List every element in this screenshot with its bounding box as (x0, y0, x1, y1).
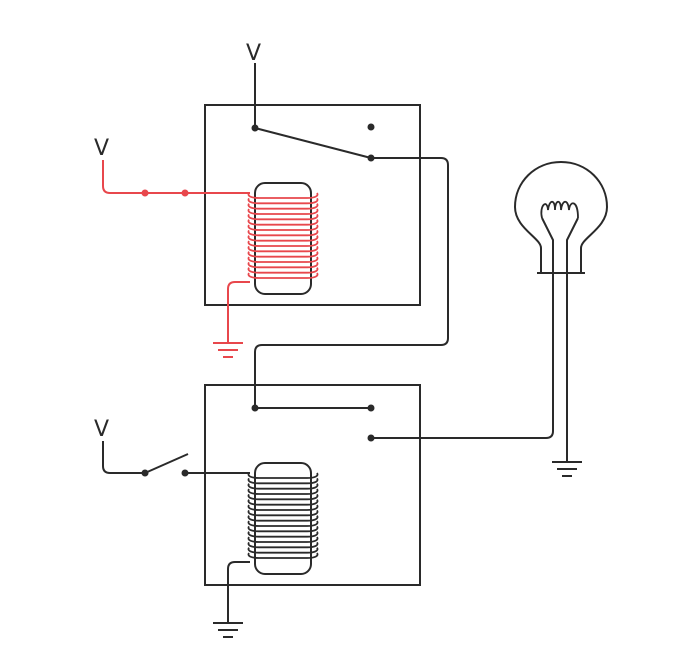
relay2-input-label: V (94, 417, 109, 442)
coil-winding (247, 235, 319, 242)
coil-winding (247, 509, 319, 517)
relay-2-ground-wire (227, 561, 250, 623)
coil-winding (247, 213, 319, 221)
relay-2-armature-pivot (251, 404, 259, 412)
relay-1-armature-pivot (251, 124, 259, 132)
coil-winding (247, 203, 319, 210)
coil-winding (247, 477, 319, 485)
coil-winding (247, 488, 319, 495)
coil-winding (247, 520, 319, 527)
relay-1-coil-windings (247, 192, 319, 279)
coil-winding (247, 240, 319, 247)
relay-1-input-node-b (181, 189, 189, 197)
coil-winding (247, 272, 319, 279)
coil-winding (247, 229, 319, 237)
light-bulb-filament (540, 200, 579, 219)
input-switch-pivot (141, 469, 149, 477)
coil-winding (247, 261, 319, 269)
coil-winding (247, 547, 319, 554)
relay1-input-label: V (94, 136, 109, 161)
coil-winding (247, 541, 319, 549)
light-bulb-glass (513, 160, 609, 273)
coil-winding (247, 208, 319, 215)
input-switch-blade[interactable] (144, 453, 189, 474)
coil-winding (247, 245, 319, 253)
relay-1-housing (204, 104, 421, 306)
coil-winding (247, 197, 319, 205)
relay-2-housing (204, 384, 421, 586)
relay-2-input-wire-left (102, 441, 145, 474)
coil-winding (247, 483, 319, 490)
coil-winding (247, 531, 319, 538)
light-bulb-icon (513, 160, 609, 274)
coil-winding (247, 499, 319, 506)
coil-winding (247, 536, 319, 543)
relay-1-ground-icon (213, 342, 243, 358)
relay-2-coil-windings (247, 472, 319, 559)
relay-1-coil-core (254, 182, 312, 295)
top-supply-label: V (246, 41, 261, 66)
relay-2 (102, 384, 421, 638)
light-bulb-filament-lead-right (566, 217, 579, 273)
coil-winding (247, 224, 319, 231)
relay-2-ground-icon (213, 622, 243, 638)
relay-1-armature (254, 127, 372, 159)
relay-1-ground-wire (227, 281, 250, 343)
coil-winding (247, 267, 319, 274)
relay-2-upper-contact (367, 404, 375, 412)
light-bulb-filament-lead-left (541, 217, 554, 273)
lamp-feed-wire (371, 273, 554, 439)
coil-winding (247, 219, 319, 226)
coil-winding (247, 192, 319, 199)
coil-winding (247, 504, 319, 511)
relay-1-input-wire (102, 160, 250, 194)
coil-winding (247, 525, 319, 533)
relay-1-input-node-a (141, 189, 149, 197)
relay-2-coil-core (254, 462, 312, 575)
lamp-ground-icon (552, 461, 582, 477)
coil-winding (247, 515, 319, 522)
coil-winding (247, 251, 319, 258)
coil-winding (247, 256, 319, 263)
coil-winding (247, 472, 319, 479)
coil-winding (247, 493, 319, 501)
relay-1-upper-contact (367, 123, 375, 131)
relay-1 (102, 63, 421, 358)
interstage-wire (254, 157, 449, 408)
coil-winding (247, 552, 319, 559)
